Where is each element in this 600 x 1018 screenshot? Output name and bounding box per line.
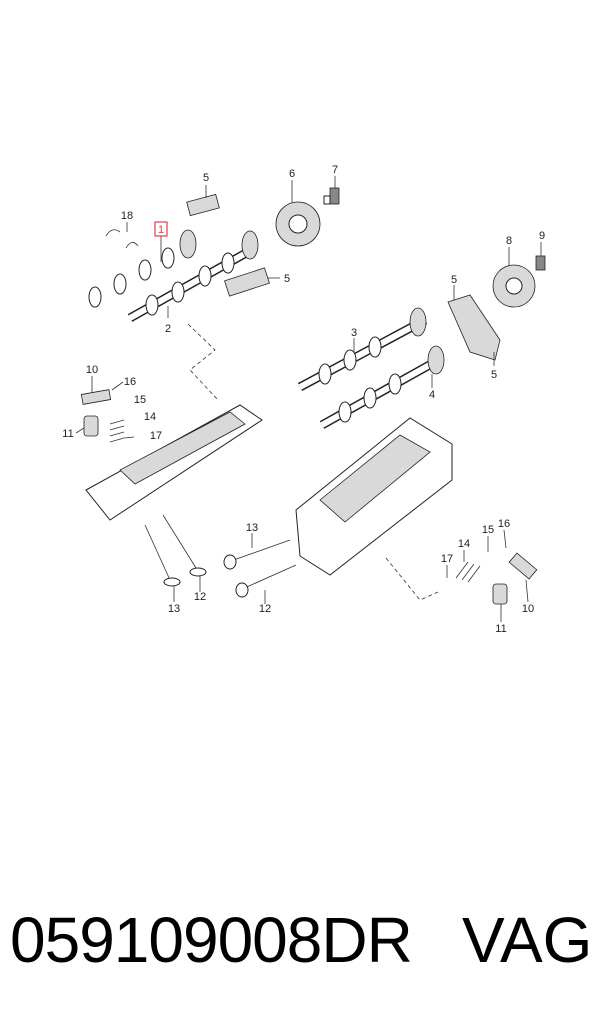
camshaft-2[interactable] <box>127 230 259 322</box>
callout-16-right: 16 <box>498 518 510 530</box>
bolt-7[interactable] <box>323 187 340 205</box>
callout-12-right: 12 <box>259 603 271 615</box>
valve-12-left[interactable] <box>162 514 207 577</box>
callout-5-middle: 5 <box>284 273 290 285</box>
valve-12-right[interactable] <box>235 564 297 598</box>
callout-18: 18 <box>121 210 133 222</box>
lifter-11-left[interactable] <box>83 415 99 437</box>
callout-14-left: 14 <box>144 411 156 423</box>
callout-13-right: 13 <box>246 522 258 534</box>
callout-14-right: 14 <box>458 538 470 550</box>
valve-13-left[interactable] <box>144 524 181 587</box>
camshaft-3[interactable] <box>297 307 428 391</box>
brand-label: VAG <box>462 904 593 976</box>
valve-13-right[interactable] <box>223 539 291 570</box>
spring-14-right[interactable] <box>455 561 481 583</box>
callout-5-top: 5 <box>203 172 209 184</box>
callout-12-left: 12 <box>194 591 206 603</box>
camshaft-1[interactable] <box>68 229 197 315</box>
callout-10-right: 10 <box>522 603 534 615</box>
footer: 059109008DR VAG <box>0 895 600 985</box>
bolt-9[interactable] <box>535 255 546 271</box>
cylinder-head-left[interactable] <box>85 404 263 521</box>
callout-13-left: 13 <box>168 603 180 615</box>
callout-17-right: 17 <box>441 553 453 565</box>
gear-6[interactable] <box>275 201 321 247</box>
callout-6: 6 <box>289 168 295 180</box>
callout-4: 4 <box>429 389 435 401</box>
bearing-cap-5-middle[interactable] <box>224 267 270 297</box>
callout-11-right: 11 <box>495 623 506 635</box>
callout-15-right: 15 <box>482 524 494 536</box>
callout-16-left: 16 <box>124 376 136 388</box>
callout-10-left: 10 <box>86 364 98 376</box>
part-number: 059109008DR <box>10 904 413 976</box>
callout-5-right-bottom: 5 <box>491 369 497 381</box>
callout-8: 8 <box>506 235 512 247</box>
rocker-arm-10-left[interactable] <box>80 389 112 405</box>
lifter-11-right[interactable] <box>492 583 508 605</box>
callout-2: 2 <box>165 323 171 335</box>
callout-3: 3 <box>351 327 357 339</box>
svg-text:1: 1 <box>158 224 164 236</box>
callout-9: 9 <box>539 230 545 242</box>
callout-7: 7 <box>332 164 338 176</box>
callout-5-right-top: 5 <box>451 274 457 286</box>
assembly-line-left <box>187 323 219 401</box>
leader-lines <box>75 176 542 622</box>
bearing-bridge-5-right[interactable] <box>447 294 501 361</box>
callout-11-left: 11 <box>62 428 73 440</box>
camshaft-4[interactable] <box>319 345 445 429</box>
assembly-line-right <box>385 557 439 601</box>
cylinder-head-right[interactable] <box>295 417 453 576</box>
callout-1-highlighted[interactable]: 1 <box>154 221 168 237</box>
clip-18[interactable] <box>105 229 139 249</box>
exploded-parts-diagram: 1 2 3 4 5 5 5 5 6 7 8 9 10 10 11 11 12 1… <box>62 164 546 635</box>
gear-8[interactable] <box>492 264 536 308</box>
bearing-cap-5-top[interactable] <box>186 193 220 217</box>
spring-14-left[interactable] <box>109 419 125 443</box>
rocker-arm-10-right[interactable] <box>508 552 538 580</box>
callout-17-left: 17 <box>150 430 162 442</box>
callout-15-left: 15 <box>134 394 146 406</box>
